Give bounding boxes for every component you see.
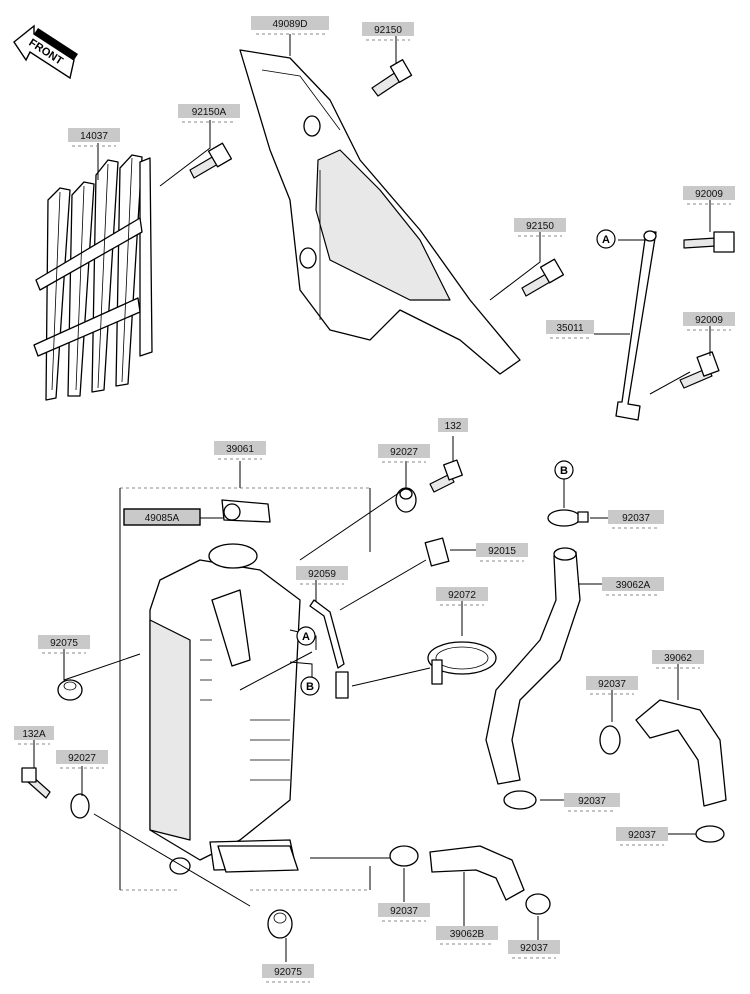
grommet-92075-bottom xyxy=(267,909,293,939)
grommet-92075-left xyxy=(57,679,83,701)
clamp-92037-right xyxy=(695,825,725,843)
clamp-92037-bottom xyxy=(389,845,419,867)
callout-a-radiator: A xyxy=(296,626,316,646)
label-39062B: 39062B xyxy=(450,929,485,940)
collar-92027-left xyxy=(70,793,90,819)
label-92037-bottom2: 92037 xyxy=(520,943,548,954)
hose-39062 xyxy=(635,699,727,807)
part-labels: 49089D 92150 92150A 14037 92150 92009 35… xyxy=(14,16,735,978)
callout-a-bracket: A xyxy=(596,229,616,249)
label-92009-top: 92009 xyxy=(695,189,723,200)
label-92150A: 92150A xyxy=(192,107,227,118)
label-39062: 39062 xyxy=(664,653,692,664)
callout-b-radiator-text: B xyxy=(306,681,314,693)
hose-lower-outlet xyxy=(217,845,299,873)
hose-band-92072 xyxy=(427,641,497,685)
label-underlines xyxy=(18,33,731,983)
clamp-92037-b xyxy=(547,509,589,527)
label-92150-top: 92150 xyxy=(374,25,402,36)
bolt-92009-bottom xyxy=(679,351,720,389)
clamp-92037-lower xyxy=(503,790,537,810)
hose-39062A xyxy=(485,547,581,785)
label-92150-mid: 92150 xyxy=(526,221,554,232)
collar-92027-top xyxy=(395,487,417,513)
label-92015: 92015 xyxy=(488,546,516,557)
label-92075-bottom: 92075 xyxy=(274,967,302,978)
label-92009-bottom: 92009 xyxy=(695,315,723,326)
label-92072: 92072 xyxy=(448,590,476,601)
label-92037-b: 92037 xyxy=(622,513,650,524)
bolt-92009-top xyxy=(683,231,735,253)
callout-a-radiator-text: A xyxy=(302,631,310,643)
label-14037: 14037 xyxy=(80,131,108,142)
bolt-132A xyxy=(21,767,51,799)
bracket-35011 xyxy=(615,230,657,421)
clamp-92037-bottom2 xyxy=(525,893,551,915)
label-132A: 132A xyxy=(22,729,46,740)
bolt-92150A xyxy=(189,142,233,179)
clip-92015 xyxy=(424,537,450,567)
plug-b xyxy=(335,671,349,699)
label-39062A: 39062A xyxy=(616,580,651,591)
label-92037-right: 92037 xyxy=(628,830,656,841)
label-49085A: 49085A xyxy=(145,513,180,524)
label-92059: 92059 xyxy=(308,569,336,580)
bolt-132 xyxy=(429,459,463,493)
clamp-92037-mid xyxy=(599,725,621,755)
callout-b-clamp: B xyxy=(554,460,574,508)
hose-39062B xyxy=(429,845,525,901)
label-92075-left: 92075 xyxy=(50,638,78,649)
bolt-92150-mid xyxy=(521,258,565,297)
label-92037-bottom: 92037 xyxy=(390,906,418,917)
label-92027-top: 92027 xyxy=(390,447,418,458)
hose-92059 xyxy=(309,599,345,669)
front-arrow-icon: FRONT xyxy=(13,24,78,80)
label-92037-lower: 92037 xyxy=(578,796,606,807)
label-92037-mid: 92037 xyxy=(598,679,626,690)
radiator-cap-49085A xyxy=(221,499,271,523)
label-92027-left: 92027 xyxy=(68,753,96,764)
label-49089D: 49089D xyxy=(272,19,307,30)
radiator-shroud xyxy=(239,49,521,375)
radiator-guard xyxy=(33,154,153,401)
label-35011: 35011 xyxy=(556,323,584,334)
callout-b-radiator: B xyxy=(300,676,320,696)
radiator-39061 xyxy=(119,487,371,891)
label-39061: 39061 xyxy=(226,444,254,455)
label-132: 132 xyxy=(445,421,462,432)
leader-lines xyxy=(33,34,711,962)
callout-b-clamp-text: B xyxy=(560,465,568,477)
callout-a-bracket-text: A xyxy=(602,234,610,246)
bolt-92150-top xyxy=(371,59,413,97)
